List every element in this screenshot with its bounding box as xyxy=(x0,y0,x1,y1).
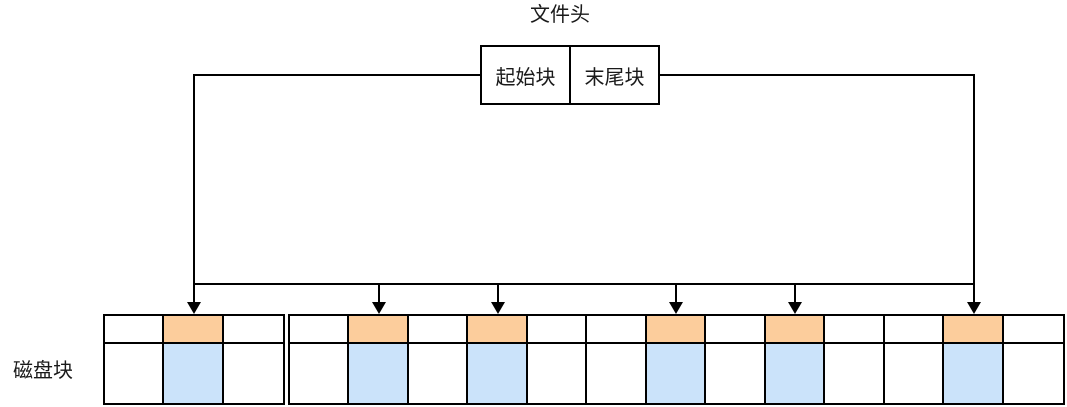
allocated-block-bottom xyxy=(349,344,409,403)
free-block-top xyxy=(706,316,766,344)
free-block-top xyxy=(1003,316,1063,344)
free-block-bottom xyxy=(105,344,165,403)
free-block-bottom xyxy=(223,344,283,403)
file-header-title: 文件头 xyxy=(530,4,590,26)
free-block-bottom xyxy=(290,344,350,403)
disk-blocks-label: 磁盘块 xyxy=(13,360,73,382)
allocated-block-top xyxy=(765,316,826,344)
allocated-block-top xyxy=(164,316,224,344)
allocated-block-bottom xyxy=(646,344,707,403)
allocated-block-bottom xyxy=(765,344,826,403)
free-block-top xyxy=(105,316,165,344)
free-block-top xyxy=(223,316,283,344)
free-block-bottom xyxy=(884,344,945,403)
free-block-top xyxy=(825,316,885,344)
free-block-top xyxy=(408,316,469,344)
free-block-bottom xyxy=(527,344,588,403)
free-block-top xyxy=(884,316,945,344)
free-block-top xyxy=(290,316,350,344)
allocated-block-bottom xyxy=(944,344,1004,403)
start-block-cell: 起始块 xyxy=(482,47,571,103)
allocated-block-top xyxy=(646,316,707,344)
allocated-block-top xyxy=(349,316,409,344)
free-block-bottom xyxy=(825,344,885,403)
file-header-box: 起始块 末尾块 xyxy=(480,45,660,105)
allocated-block-top xyxy=(944,316,1004,344)
free-block-bottom xyxy=(408,344,469,403)
free-block-bottom xyxy=(706,344,766,403)
disk-block-group xyxy=(288,314,1065,405)
free-block-top xyxy=(587,316,647,344)
end-block-cell: 末尾块 xyxy=(584,66,645,89)
allocated-block-bottom xyxy=(164,344,224,403)
allocated-block-bottom xyxy=(468,344,528,403)
free-block-bottom xyxy=(587,344,647,403)
disk-block-group xyxy=(103,314,285,405)
allocated-block-top xyxy=(468,316,528,344)
free-block-top xyxy=(527,316,588,344)
free-block-bottom xyxy=(1003,344,1063,403)
